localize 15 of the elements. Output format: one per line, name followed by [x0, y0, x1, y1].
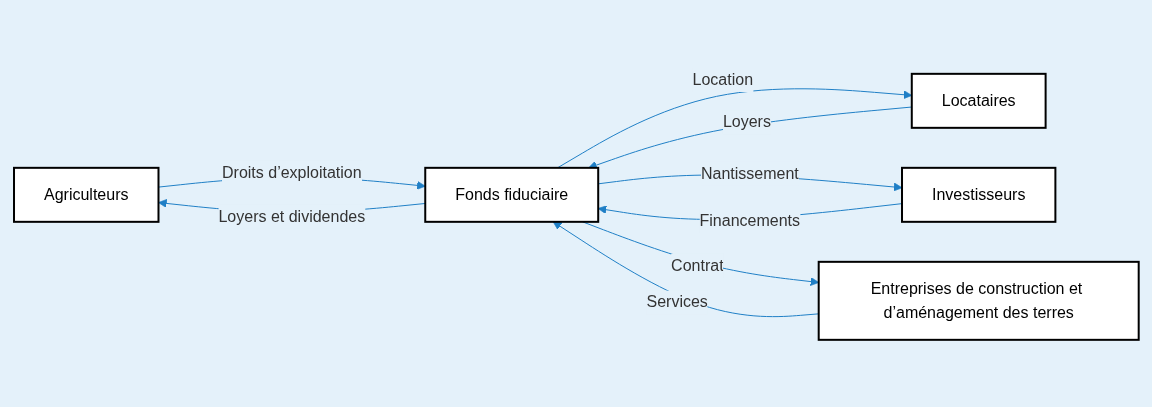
node-box: Entreprises de construction et d’aménagement des terres	[817, 260, 1140, 341]
node-box: Investisseurs	[900, 166, 1056, 223]
node-box: Fonds fiduciaire	[423, 166, 599, 223]
edge-label: Location	[692, 70, 753, 88]
edge-label: Financements	[699, 211, 800, 229]
edge-label: Loyers	[722, 112, 771, 130]
edge-label: Droits d’exploitation	[221, 163, 362, 181]
edge-label: Loyers et dividendes	[218, 207, 365, 225]
arrow	[587, 106, 912, 169]
node-box: Locataires	[910, 72, 1047, 129]
edge-label: Nantissement	[700, 164, 799, 182]
edge-label: Contrat	[670, 256, 724, 274]
node-box: Agriculteurs	[12, 166, 160, 223]
edge-label: Services	[646, 293, 708, 311]
arrow	[552, 221, 819, 317]
